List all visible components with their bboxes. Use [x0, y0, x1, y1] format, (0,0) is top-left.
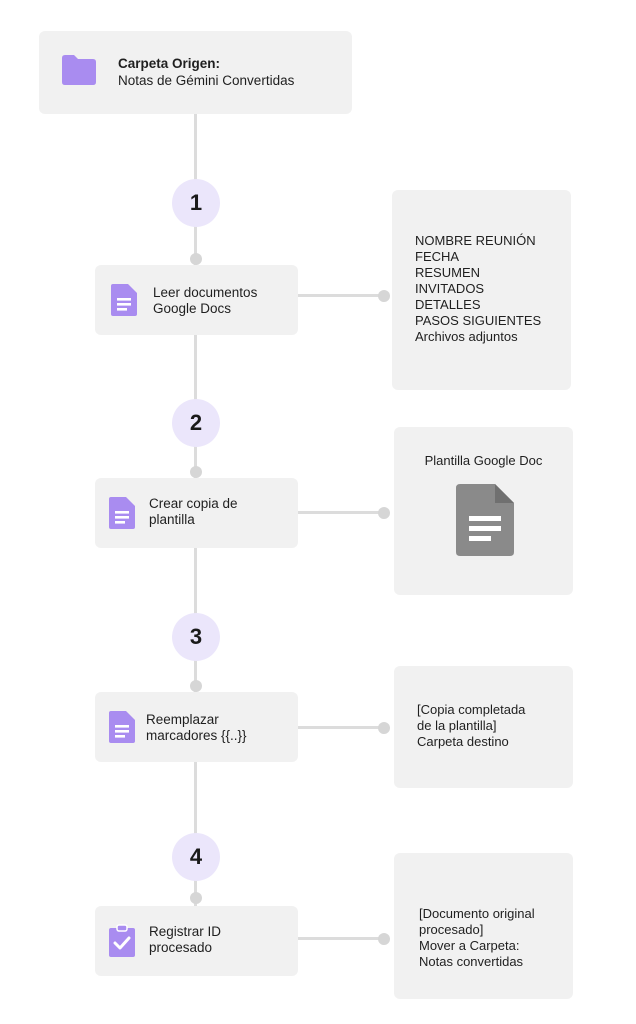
field-item: FECHA: [415, 249, 460, 264]
connector-dot: [190, 892, 202, 904]
copy-text-line: [Copia completada: [417, 702, 526, 717]
processed-text-line: procesado]: [419, 922, 484, 937]
step-card-2: Crear copia de plantilla: [95, 478, 298, 548]
connector-horizontal: [298, 294, 384, 297]
step-card-1: Leer documentos Google Docs: [95, 265, 298, 335]
step-label-line: procesado: [149, 940, 213, 955]
connector-dot: [190, 253, 202, 265]
copy-text-line: de la plantilla]: [417, 718, 497, 733]
step-label-line: Leer documentos: [153, 285, 258, 300]
step-number-4: 4: [172, 833, 220, 881]
field-item: Archivos adjuntos: [415, 329, 518, 344]
connector-dot: [190, 466, 202, 478]
clipboard-check-icon: [109, 924, 135, 957]
step-number-1: 1: [172, 179, 220, 227]
source-title: Carpeta Origen:: [118, 56, 221, 71]
step-number-2: 2: [172, 399, 220, 447]
source-subtitle: Notas de Gémini Convertidas: [118, 73, 295, 88]
connector-dot: [378, 933, 390, 945]
field-item: PASOS SIGUIENTES: [415, 313, 542, 328]
connector-dot: [190, 680, 202, 692]
copy-text-line: Carpeta destino: [417, 734, 509, 749]
step-label-line: Registrar ID: [149, 924, 222, 939]
processed-text-line: Notas convertidas: [419, 954, 524, 969]
processed-text-line: [Documento original: [419, 906, 535, 921]
field-item: NOMBRE REUNIÓN: [415, 233, 536, 248]
connector-horizontal: [298, 726, 384, 729]
field-item: RESUMEN: [415, 265, 481, 280]
connector-horizontal: [298, 937, 384, 940]
step-label-line: Reemplazar: [146, 712, 219, 727]
side-card-fields: NOMBRE REUNIÓN FECHA RESUMEN INVITADOS D…: [392, 190, 571, 390]
document-icon: [109, 711, 135, 743]
step-label-line: Google Docs: [153, 301, 232, 316]
processed-text-line: Mover a Carpeta:: [419, 938, 520, 953]
step-label-line: marcadores {{..}}: [146, 728, 247, 743]
field-item: DETALLES: [415, 297, 481, 312]
folder-icon: [62, 55, 96, 85]
step-card-4: Registrar ID procesado: [95, 906, 298, 976]
field-item: INVITADOS: [415, 281, 485, 296]
connector-horizontal: [298, 511, 384, 514]
source-folder-card: Carpeta Origen: Notas de Gémini Converti…: [39, 31, 352, 114]
side-card-template: Plantilla Google Doc: [394, 427, 573, 595]
step-card-3: Reemplazar marcadores {{..}}: [95, 692, 298, 762]
template-title: Plantilla Google Doc: [424, 453, 543, 468]
side-card-copy: [Copia completada de la plantilla] Carpe…: [394, 666, 573, 788]
connector-dot: [378, 507, 390, 519]
connector-dot: [378, 290, 390, 302]
document-icon: [109, 497, 135, 529]
step-label-line: plantilla: [149, 512, 195, 527]
connector-dot: [378, 722, 390, 734]
side-card-processed: [Documento original procesado] Mover a C…: [394, 853, 573, 999]
document-icon: [456, 484, 514, 556]
step-number-3: 3: [172, 613, 220, 661]
step-label-line: Crear copia de: [149, 496, 238, 511]
document-icon: [111, 284, 137, 316]
